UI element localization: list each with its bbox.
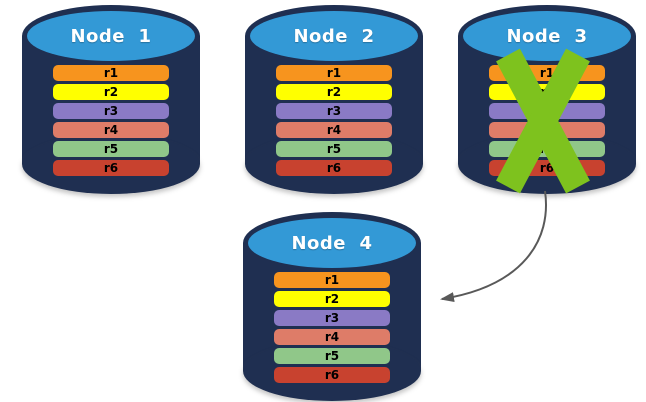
- replica-row: r4: [276, 122, 392, 138]
- replica-row: r5: [274, 348, 390, 364]
- cylinder-top-face: Node 2: [250, 11, 418, 61]
- cylinder-top-face: Node 1: [27, 11, 195, 61]
- node-title: Node 3: [506, 25, 588, 47]
- node-title: Node 4: [291, 232, 373, 254]
- replica-rows: r1 r2 r3 r4 r5 r6: [274, 272, 390, 386]
- replica-row: r5: [53, 141, 169, 157]
- replica-row: r2: [274, 291, 390, 307]
- replica-row: r2: [276, 84, 392, 100]
- replica-row: r3: [274, 310, 390, 326]
- replica-row: r3: [53, 103, 169, 119]
- replica-row: r6: [53, 160, 169, 176]
- db-node-4: Node 4 r1 r2 r3 r4 r5 r6: [243, 212, 421, 402]
- replica-row: r4: [274, 329, 390, 345]
- replica-row: r1: [53, 65, 169, 81]
- replica-row: r1: [274, 272, 390, 288]
- replica-row: r3: [276, 103, 392, 119]
- replica-row: r4: [53, 122, 169, 138]
- failure-cross-icon: [496, 48, 590, 194]
- cylinder-top-face: Node 3: [463, 11, 631, 61]
- db-node-2: Node 2 r1 r2 r3 r4 r5 r6: [245, 5, 423, 195]
- replica-row: r6: [274, 367, 390, 383]
- replication-arrow-path: [440, 190, 547, 303]
- replica-row: r6: [276, 160, 392, 176]
- cylinder-top-face: Node 4: [248, 218, 416, 268]
- db-node-1: Node 1 r1 r2 r3 r4 r5 r6: [22, 5, 200, 195]
- replica-row: r2: [53, 84, 169, 100]
- replica-row: r5: [276, 141, 392, 157]
- replica-rows: r1 r2 r3 r4 r5 r6: [53, 65, 169, 179]
- node-title: Node 1: [70, 25, 152, 47]
- replica-row: r1: [276, 65, 392, 81]
- replica-rows: r1 r2 r3 r4 r5 r6: [276, 65, 392, 179]
- node-title: Node 2: [293, 25, 375, 47]
